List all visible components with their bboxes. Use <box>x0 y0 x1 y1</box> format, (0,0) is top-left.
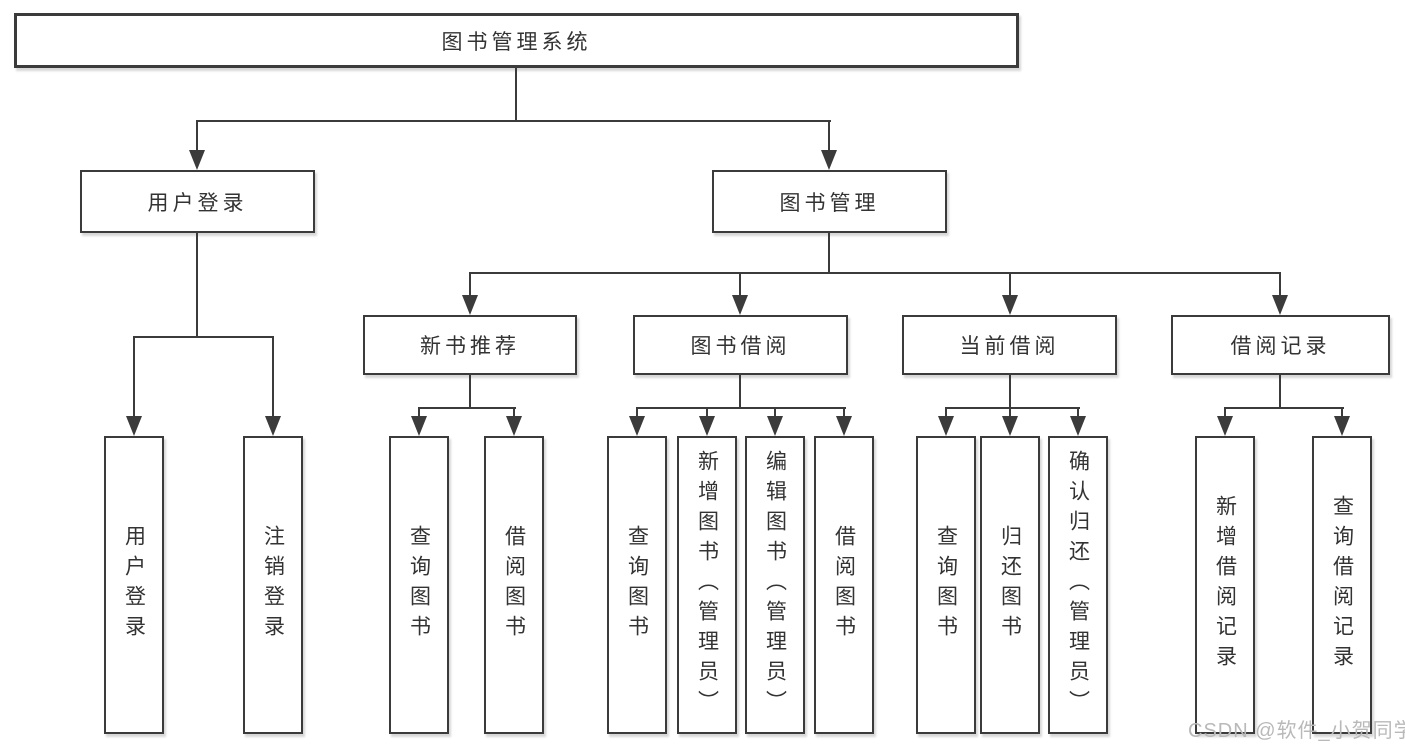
connector <box>843 407 845 418</box>
arrow-down-icon <box>462 295 478 315</box>
leaf-query-books-current-label: 查询图书 <box>934 525 958 645</box>
node-user-login: 用户登录 <box>80 170 315 233</box>
leaf-query-borrow-record: 查询借阅记录 <box>1312 436 1372 734</box>
connector <box>1009 373 1011 409</box>
leaf-add-borrow-record: 新增借阅记录 <box>1195 436 1255 734</box>
connector <box>196 231 198 338</box>
leaf-query-borrow-record-label: 查询借阅记录 <box>1330 495 1354 675</box>
connector <box>828 231 830 274</box>
leaf-user-login: 用户登录 <box>104 436 164 734</box>
leaf-add-book-admin-label: 新增图书（管理员） <box>695 450 719 720</box>
node-book-borrowing-label: 图书借阅 <box>690 335 791 358</box>
arrow-down-icon <box>821 150 837 170</box>
node-book-management: 图书管理 <box>712 170 947 233</box>
leaf-query-books-borrow-label: 查询图书 <box>625 525 649 645</box>
connector <box>196 120 831 122</box>
arrow-down-icon <box>189 150 205 170</box>
leaf-query-books-current: 查询图书 <box>916 436 976 734</box>
leaf-query-books-borrow: 查询图书 <box>607 436 667 734</box>
leaf-borrow-books: 借阅图书 <box>814 436 874 734</box>
arrow-down-icon <box>629 416 645 436</box>
connector <box>469 272 471 297</box>
connector <box>469 272 1281 274</box>
connector <box>1341 407 1343 418</box>
connector <box>945 407 1080 409</box>
leaf-edit-book-admin: 编辑图书（管理员） <box>745 436 805 734</box>
arrow-down-icon <box>1070 416 1086 436</box>
node-new-book-recommend-label: 新书推荐 <box>420 335 520 358</box>
node-root-label: 图书管理系统 <box>441 30 592 54</box>
node-root: 图书管理系统 <box>14 13 1019 68</box>
leaf-add-book-admin: 新增图书（管理员） <box>677 436 737 734</box>
watermark-text: CSDN @软件_小贺同学 <box>1188 720 1405 742</box>
connector <box>1224 407 1226 418</box>
connector <box>1009 407 1011 418</box>
connector <box>513 407 515 418</box>
arrow-down-icon <box>1217 416 1233 436</box>
connector <box>774 407 776 418</box>
arrow-down-icon <box>506 416 522 436</box>
leaf-confirm-return-admin: 确认归还（管理员） <box>1048 436 1108 734</box>
node-current-borrowing-label: 当前借阅 <box>959 335 1060 358</box>
arrow-down-icon <box>699 416 715 436</box>
leaf-borrow-books-recommend: 借阅图书 <box>484 436 544 734</box>
arrow-down-icon <box>1002 295 1018 315</box>
connector <box>469 373 471 409</box>
connector <box>636 407 638 418</box>
node-book-borrowing: 图书借阅 <box>633 315 848 375</box>
leaf-borrow-books-recommend-label: 借阅图书 <box>502 525 526 645</box>
arrow-down-icon <box>1334 416 1350 436</box>
connector <box>1009 272 1011 297</box>
connector <box>1279 373 1281 409</box>
node-borrowing-records-label: 借阅记录 <box>1230 335 1331 358</box>
leaf-return-books: 归还图书 <box>980 436 1040 734</box>
connector <box>706 407 708 418</box>
connector <box>1279 272 1281 297</box>
leaf-logout-label: 注销登录 <box>261 525 285 645</box>
connector <box>739 272 741 297</box>
leaf-return-books-label: 归还图书 <box>998 525 1022 645</box>
leaf-logout: 注销登录 <box>243 436 303 734</box>
arrow-down-icon <box>732 295 748 315</box>
leaf-query-books-recommend-label: 查询图书 <box>407 525 431 645</box>
node-book-management-label: 图书管理 <box>779 191 880 215</box>
connector <box>945 407 947 418</box>
connector <box>196 120 198 151</box>
connector <box>133 336 274 338</box>
node-user-login-label: 用户登录 <box>147 191 248 215</box>
leaf-edit-book-admin-label: 编辑图书（管理员） <box>763 450 787 720</box>
arrow-down-icon <box>938 416 954 436</box>
arrow-down-icon <box>265 416 281 436</box>
connector <box>828 120 830 151</box>
arrow-down-icon <box>1002 416 1018 436</box>
connector <box>739 373 741 409</box>
connector <box>636 407 846 409</box>
leaf-query-books-recommend: 查询图书 <box>389 436 449 734</box>
leaf-borrow-books-label: 借阅图书 <box>832 525 856 645</box>
node-current-borrowing: 当前借阅 <box>902 315 1117 375</box>
leaf-add-borrow-record-label: 新增借阅记录 <box>1213 495 1237 675</box>
connector <box>418 407 516 409</box>
connector <box>1077 407 1079 418</box>
connector <box>1224 407 1344 409</box>
leaf-confirm-return-admin-label: 确认归还（管理员） <box>1066 450 1090 720</box>
node-borrowing-records: 借阅记录 <box>1171 315 1390 375</box>
connector <box>272 336 274 417</box>
arrow-down-icon <box>126 416 142 436</box>
connector <box>515 67 517 122</box>
connector <box>133 336 135 417</box>
arrow-down-icon <box>767 416 783 436</box>
arrow-down-icon <box>1272 295 1288 315</box>
connector <box>418 407 420 418</box>
leaf-user-login-label: 用户登录 <box>122 525 146 645</box>
arrow-down-icon <box>836 416 852 436</box>
node-new-book-recommend: 新书推荐 <box>363 315 577 375</box>
arrow-down-icon <box>411 416 427 436</box>
